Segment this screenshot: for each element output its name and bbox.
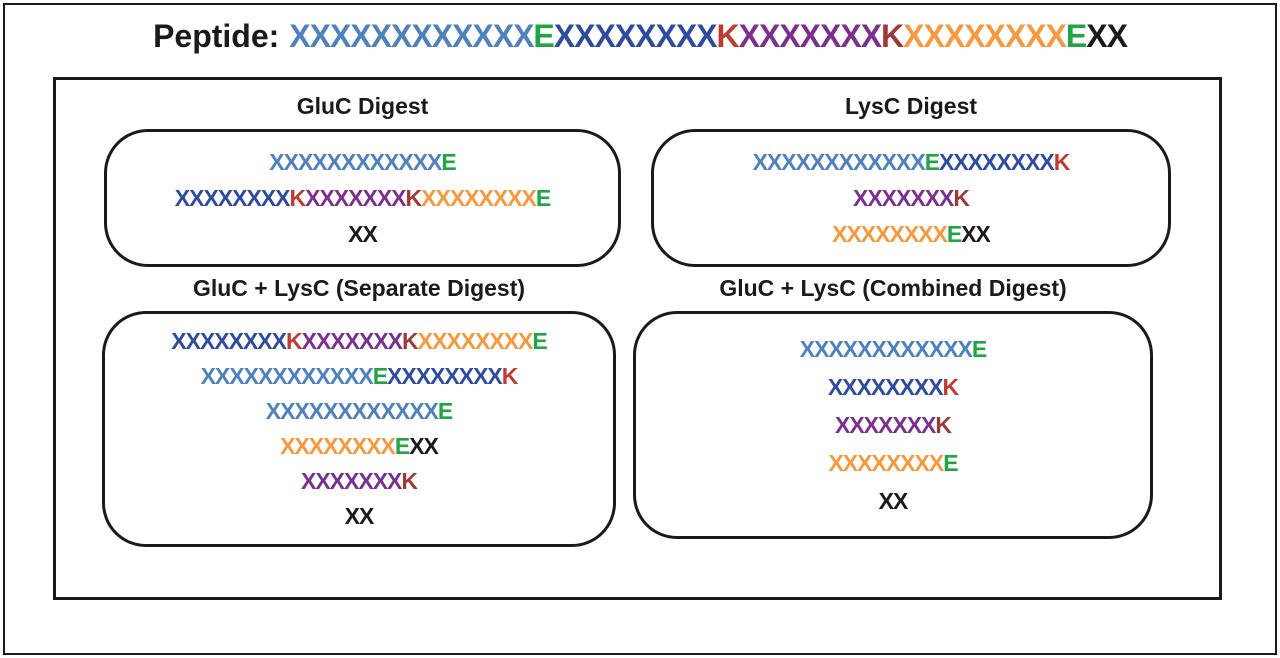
sequence-segment-green: E xyxy=(372,363,388,389)
sequence-segment-green: E xyxy=(946,220,962,247)
sequence-segment-black: XX xyxy=(878,487,909,514)
sequence-segment-green: E xyxy=(441,148,456,175)
sequence-segment-red: K xyxy=(286,328,303,354)
sequence-segment-purple: XXXXXXX xyxy=(852,184,954,211)
sequence-segment-lightblue: XXXXXXXXXXXX xyxy=(799,335,973,362)
sequence-row: XXXXXXXXXXXXEXXXXXXXXK xyxy=(752,148,1071,175)
sequence-segment-maroon: K xyxy=(402,328,419,354)
sequence-row: XXXXXXXXE xyxy=(828,449,958,476)
panel-title: LysC Digest xyxy=(844,93,978,119)
sequence-segment-darkblue: XXXXXXXX xyxy=(939,148,1055,175)
sequence-segment-darkblue: XXXXXXXX xyxy=(827,373,944,400)
sequence-segment-green: E xyxy=(971,335,987,362)
sequence-segment-black: XX xyxy=(348,220,378,247)
sequence-row: XX xyxy=(344,503,375,529)
sequence-segment-purple: XXXXXXX xyxy=(834,411,936,438)
sequence-segment-red: K xyxy=(501,363,519,389)
sequence-segment-black: XX xyxy=(961,220,991,247)
sequence-row: XXXXXXXXEXX xyxy=(280,433,439,459)
sequence-segment-orange: XXXXXXXX xyxy=(280,433,396,459)
sequence-segment-purple: XXXXXXX xyxy=(301,328,403,354)
sequence-segment-maroon: K xyxy=(401,468,418,494)
sequence-segment-lightblue: XXXXXXXXXXXX xyxy=(265,398,439,424)
sequence-segment-darkblue: XXXXXXXX xyxy=(387,363,503,389)
sequence-segment-black: XX xyxy=(409,433,439,459)
sequence-row: XXXXXXXXXXXXE xyxy=(269,148,456,175)
sequence-row: XXXXXXXK xyxy=(852,184,970,211)
sequence-segment-maroon: K xyxy=(881,18,904,54)
sequence-row: XXXXXXXK xyxy=(300,468,418,494)
panel-title: GluC + LysC (Separate Digest) xyxy=(192,275,526,301)
panel-title: GluC Digest xyxy=(296,93,429,119)
sequence-segment-green: E xyxy=(924,148,940,175)
peptide-sequence: XXXXXXXXXXXXEXXXXXXXXKXXXXXXXKXXXXXXXXEX… xyxy=(289,18,1128,54)
sequence-row: XXXXXXXXXXXXEXXXXXXXXK xyxy=(200,363,519,389)
sequence-segment-green: E xyxy=(535,184,551,211)
sequence-segment-purple: XXXXXXX xyxy=(738,18,882,54)
sequence-segment-maroon: K xyxy=(405,184,423,211)
sequence-row: XXXXXXXXKXXXXXXXKXXXXXXXXE xyxy=(171,328,547,354)
sequence-segment-red: K xyxy=(1053,148,1071,175)
sequence-segment-orange: XXXXXXXX xyxy=(828,449,944,476)
sequence-segment-orange: XXXXXXXX xyxy=(421,184,537,211)
sequence-segment-maroon: K xyxy=(935,411,952,438)
sequence-segment-maroon: K xyxy=(953,184,970,211)
sequence-segment-lightblue: XXXXXXXXXXXX xyxy=(752,148,926,175)
sequence-row: XX xyxy=(878,487,909,514)
sequence-segment-lightblue: XXXXXXXXXXXX xyxy=(289,18,534,54)
sequence-segment-black: XX xyxy=(1086,18,1128,54)
peptide-header: Peptide:XXXXXXXXXXXXEXXXXXXXXKXXXXXXXKXX… xyxy=(0,14,1280,58)
sequence-segment-black: XX xyxy=(344,503,375,529)
sequence-segment-darkblue: XXXXXXXX xyxy=(174,184,291,211)
sequence-row: XXXXXXXXXXXXE xyxy=(799,335,987,362)
sequence-row: XXXXXXXXKXXXXXXXKXXXXXXXXE xyxy=(174,184,551,211)
sequence-segment-red: K xyxy=(716,18,740,54)
sequence-segment-green: E xyxy=(394,433,410,459)
sequence-segment-darkblue: XXXXXXXX xyxy=(553,18,718,54)
sequence-segment-lightblue: XXXXXXXXXXXX xyxy=(269,148,442,175)
sequence-row: XXXXXXXXEXX xyxy=(832,220,991,247)
panel-title: GluC + LysC (Combined Digest) xyxy=(719,275,1067,301)
sequence-segment-green: E xyxy=(533,18,554,54)
sequence-segment-red: K xyxy=(289,184,307,211)
panel-gluc-lysc-combined-digest: GluC + LysC (Combined Digest) XXXXXXXXXX… xyxy=(633,274,1153,539)
sequence-row: XXXXXXXK xyxy=(834,411,952,438)
sequence-row: XX xyxy=(348,220,378,247)
sequence-segment-green: E xyxy=(1065,18,1087,54)
sequence-segment-darkblue: XXXXXXXX xyxy=(171,328,287,354)
sequence-segment-green: E xyxy=(532,328,547,354)
sequence-segment-lightblue: XXXXXXXXXXXX xyxy=(200,363,374,389)
peptide-label: Peptide: xyxy=(153,18,280,54)
sequence-segment-green: E xyxy=(437,398,453,424)
sequence-segment-orange: XXXXXXXX xyxy=(832,220,948,247)
sequence-row: XXXXXXXXXXXXE xyxy=(265,398,453,424)
sequence-row: XXXXXXXXK xyxy=(827,373,960,400)
sequence-segment-purple: XXXXXXX xyxy=(300,468,402,494)
sequence-segment-red: K xyxy=(942,373,960,400)
sequence-segment-orange: XXXXXXXX xyxy=(417,328,534,354)
sequence-segment-green: E xyxy=(943,449,958,476)
sequence-segment-purple: XXXXXXX xyxy=(305,184,406,211)
sequence-segment-orange: XXXXXXXX xyxy=(903,18,1067,54)
panel-gluc-lysc-separate-digest: GluC + LysC (Separate Digest) XXXXXXXXKX… xyxy=(102,274,616,547)
